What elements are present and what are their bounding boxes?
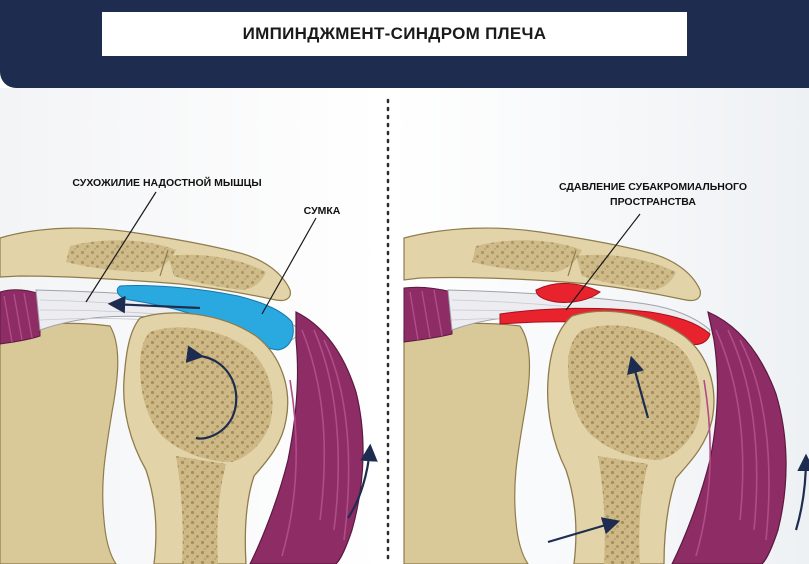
left-tendon-leader bbox=[85, 191, 157, 303]
right-humerus-arrow bbox=[627, 355, 650, 419]
left-scapula-bone bbox=[0, 322, 119, 564]
diagram-stage bbox=[0, 88, 809, 564]
right-compression-top bbox=[535, 282, 601, 303]
left-shoulder-illustration bbox=[0, 191, 378, 564]
page-title: ИМПИНДЖМЕНТ-СИНДРОМ ПЛЕЧА bbox=[242, 24, 547, 43]
left-tendon-arrow bbox=[107, 295, 201, 314]
left-supraspinatus-muscle bbox=[0, 289, 41, 345]
right-muscle-arrow bbox=[794, 453, 809, 531]
left-bursa-leader bbox=[261, 217, 317, 315]
right-compression-leader bbox=[565, 213, 641, 311]
left-muscle-arrow bbox=[347, 443, 378, 519]
title-box: ИМПИНДЖМЕНТ-СИНДРОМ ПЛЕЧА bbox=[102, 12, 687, 56]
compression-label-line2: ПРОСТРАНСТВА bbox=[610, 196, 696, 208]
left-deltoid-muscle bbox=[249, 311, 364, 564]
bursa-label: СУМКА bbox=[303, 205, 341, 217]
tendon-label: СУХОЖИЛИЕ НАДОСТНОЙ МЫШЦЫ bbox=[72, 177, 262, 189]
left-rotation-arrow bbox=[185, 345, 238, 440]
right-shoulder-illustration bbox=[403, 213, 809, 564]
compression-label-line1: СДАВЛЕНИЕ СУБАКРОМИАЛЬНОГО bbox=[558, 181, 748, 193]
right-deltoid-muscle bbox=[671, 310, 787, 564]
right-force-arrow bbox=[547, 517, 621, 544]
right-scapula-bone bbox=[403, 322, 531, 564]
